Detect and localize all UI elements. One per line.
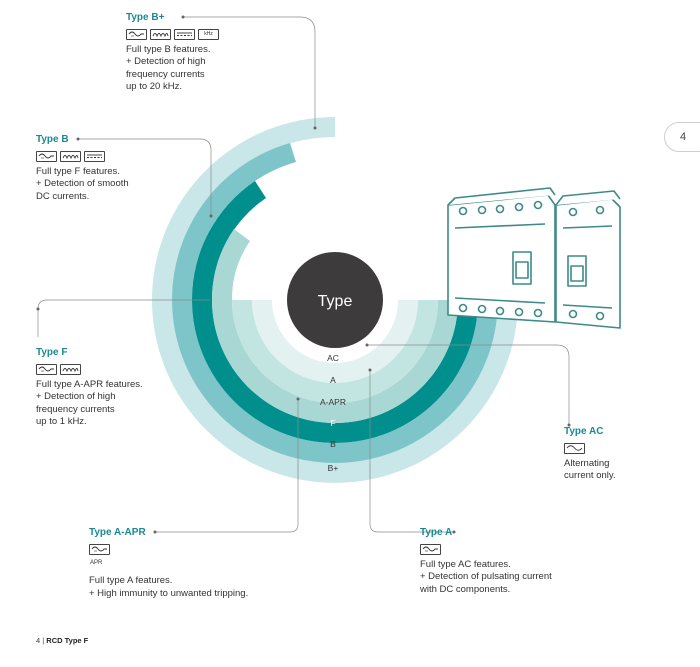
type-b-block: Type B Full type F features. + Detection… — [36, 134, 129, 203]
ac-wave-icon — [89, 543, 110, 555]
type-f-title: Type F — [36, 347, 68, 358]
b-plus-line: Full type B features. — [126, 43, 211, 55]
page-footer: 4 | RCD Type F — [36, 636, 88, 645]
b-line: + Detection of smooth — [36, 178, 129, 189]
ring-ac — [252, 300, 418, 383]
apr-subscript: APR — [90, 559, 103, 566]
ac-wave-icon — [36, 150, 57, 162]
ring-label-ac: AC — [327, 353, 339, 363]
b-plus-line: frequency currents — [126, 68, 205, 80]
ring-f — [192, 300, 478, 443]
b-line: Full type F features. — [36, 165, 120, 177]
b-line: DC currents. — [36, 190, 90, 202]
footer-page-number: 4 — [36, 636, 41, 645]
a-line: with DC components. — [420, 583, 511, 595]
ring-label-a-apr: A-APR — [320, 397, 346, 407]
pulsating-icon — [60, 150, 81, 162]
ac-wave-icon — [126, 28, 147, 40]
ring-a — [232, 300, 438, 403]
ac-wave-icon — [36, 363, 57, 375]
type-ac-block: Type AC Alternating current only. — [564, 426, 616, 483]
ring-a-apr — [212, 300, 458, 423]
ring-label-b-plus: B+ — [328, 463, 339, 473]
ring-b-plus — [152, 300, 518, 483]
type-a-block: Type A Full type AC features. + Detectio… — [420, 527, 552, 596]
a-apr-line: Full type A features. — [89, 575, 173, 586]
footer-separator: | — [40, 636, 47, 645]
a-apr-line: + High immunity to unwanted tripping. — [89, 587, 249, 599]
smooth-dc-icon — [174, 28, 195, 40]
center-label: Type — [318, 293, 353, 310]
type-a-apr-title: Type A-APR — [89, 527, 146, 538]
center-circle — [287, 252, 383, 348]
a-line: + Detection of pulsating current — [420, 571, 552, 582]
ac-line: current only. — [564, 470, 616, 481]
arc-b — [171, 143, 296, 300]
page-tab: 4 — [664, 122, 700, 152]
type-a-title: Type A — [420, 527, 453, 538]
footer-title: RCD Type F — [46, 636, 89, 645]
type-b-title: Type B — [36, 134, 69, 145]
type-f-block: Type F Full type A-APR features. + Detec… — [36, 347, 143, 429]
b-plus-line: up to 20 kHz. — [126, 81, 182, 92]
ring-label-b: B — [330, 439, 336, 449]
khz-icon: kHz — [198, 28, 219, 40]
ac-line: Alternating — [564, 457, 610, 469]
ring-label-a: A — [330, 375, 336, 385]
a-line: Full type AC features. — [420, 558, 511, 570]
pulsating-icon — [60, 363, 81, 375]
ring-b — [172, 300, 498, 463]
arc-a-apr — [211, 229, 250, 300]
ac-wave-icon — [420, 543, 441, 555]
type-b-plus-title: Type B+ — [126, 12, 165, 23]
leader-dots — [36, 15, 571, 534]
f-line: frequency currents — [36, 403, 115, 415]
sine-wave-icon — [564, 442, 585, 454]
rcd-device-illustration — [447, 187, 621, 329]
type-ac-title: Type AC — [564, 426, 604, 437]
arc-f — [191, 181, 266, 300]
arc-b-plus — [152, 117, 335, 300]
f-line: + Detection of high — [36, 391, 116, 402]
f-line: up to 1 kHz. — [36, 416, 87, 427]
pulsating-icon — [150, 28, 171, 40]
ring-label-f: F — [330, 418, 335, 428]
leader-lines — [37, 16, 570, 533]
type-a-apr-block: Type A-APR APR Full type A features. + H… — [89, 527, 248, 600]
type-b-plus-block: Type B+ kHz Full type B features. + Dete… — [126, 12, 219, 94]
f-line: Full type A-APR features. — [36, 378, 143, 390]
smooth-dc-icon — [84, 150, 105, 162]
b-plus-line: + Detection of high — [126, 56, 206, 67]
